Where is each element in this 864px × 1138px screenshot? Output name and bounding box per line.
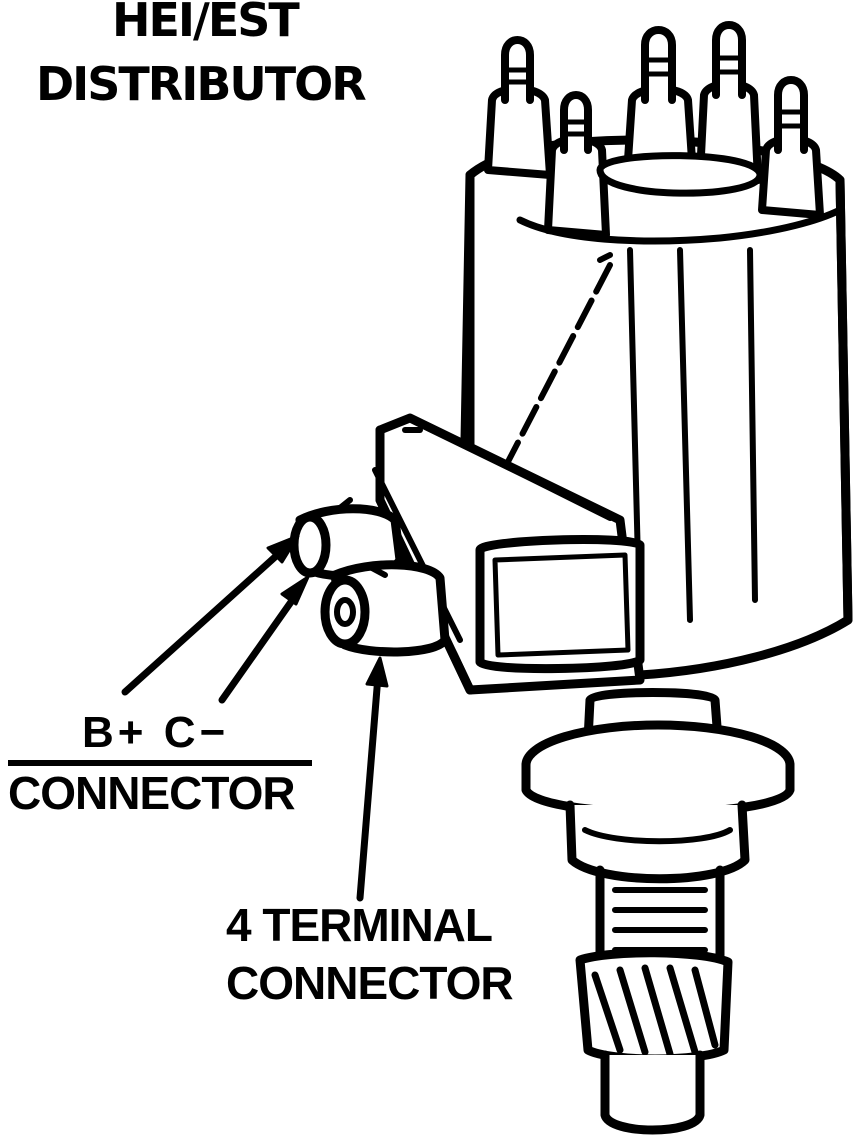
four-terminal-label-line2: CONNECTOR [226, 957, 514, 1009]
tower-2 [544, 91, 610, 239]
tower-3 [624, 26, 696, 164]
tower-1 [484, 36, 554, 179]
four-terminal-connector-shape [320, 560, 450, 657]
diagram-title-line2: DISTRIBUTOR [36, 57, 367, 111]
bc-connector-label: CONNECTOR [8, 767, 296, 819]
four-terminal-label-line1: 4 TERMINAL [226, 899, 493, 951]
distributor-base [521, 688, 795, 1135]
leader-arrows [121, 534, 389, 902]
spark-plug-towers [484, 21, 824, 239]
diagram-title-line1: HEI/EST [112, 0, 300, 47]
tower-5 [758, 76, 824, 219]
bc-terminals-label: B+ C− [82, 708, 230, 757]
bc-label-divider [8, 760, 312, 766]
